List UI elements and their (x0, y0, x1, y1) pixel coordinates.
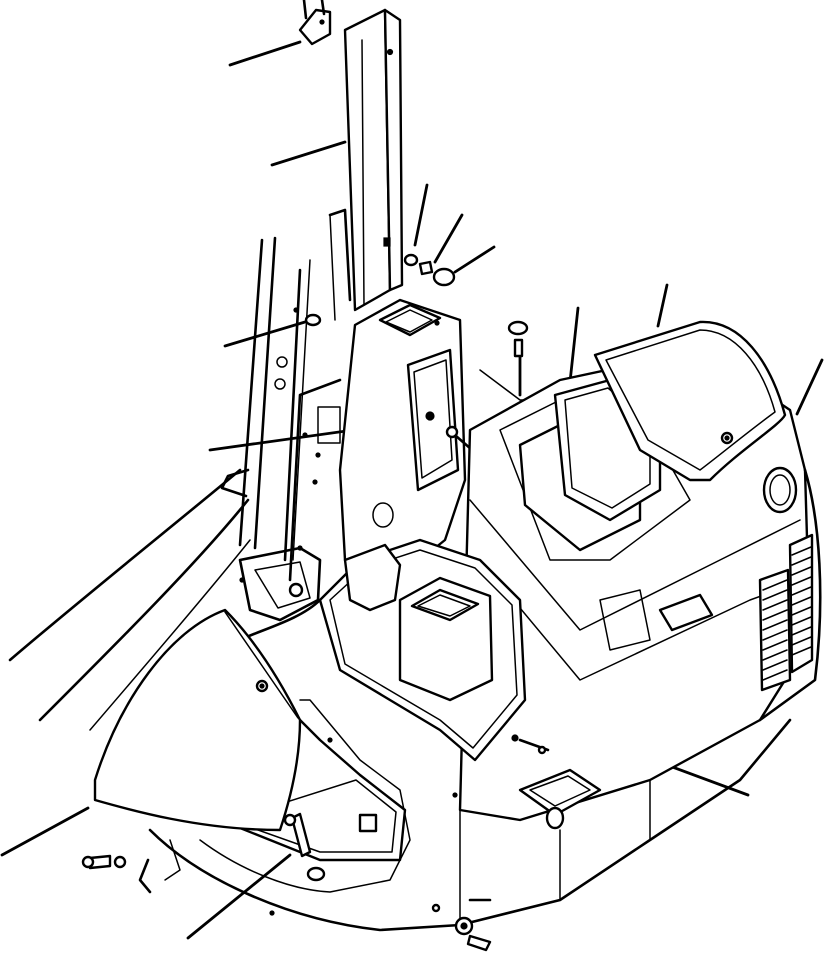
leader-line-monitor (568, 306, 580, 384)
leader-line-washer (413, 183, 429, 247)
screw (513, 338, 524, 358)
fasteners-bottom (81, 812, 492, 952)
front-console-cover (318, 538, 550, 762)
bolt-bottom (290, 812, 312, 858)
leader-lines (0, 40, 824, 940)
monitor-cover (593, 320, 787, 482)
leader-line-bracket (228, 40, 302, 67)
leader-line-left-cover (0, 806, 90, 857)
leader-line-pillar (270, 140, 347, 167)
pillar-bracket (298, 0, 332, 46)
leader-line-cap (453, 245, 496, 274)
left-console-cavity (238, 545, 322, 642)
leader-line-grommet (223, 320, 307, 348)
rubber-grommet (304, 313, 322, 327)
vent-grille-right (758, 533, 814, 692)
leader-line-dashboard (795, 358, 824, 416)
cab-frame (8, 236, 561, 731)
bolt (418, 260, 434, 276)
cab-pillar (328, 8, 404, 321)
pad-cap-screw (507, 320, 529, 358)
left-cover (93, 608, 302, 832)
leader-line-bottom-bolt (186, 853, 292, 940)
side-console (338, 298, 488, 562)
leader-line-monitor-cover (656, 283, 669, 328)
washer (403, 253, 419, 267)
pillar-fasteners (304, 253, 456, 327)
pad-cap (507, 320, 529, 336)
cap (432, 267, 456, 287)
leader-line-bolt (433, 213, 464, 264)
